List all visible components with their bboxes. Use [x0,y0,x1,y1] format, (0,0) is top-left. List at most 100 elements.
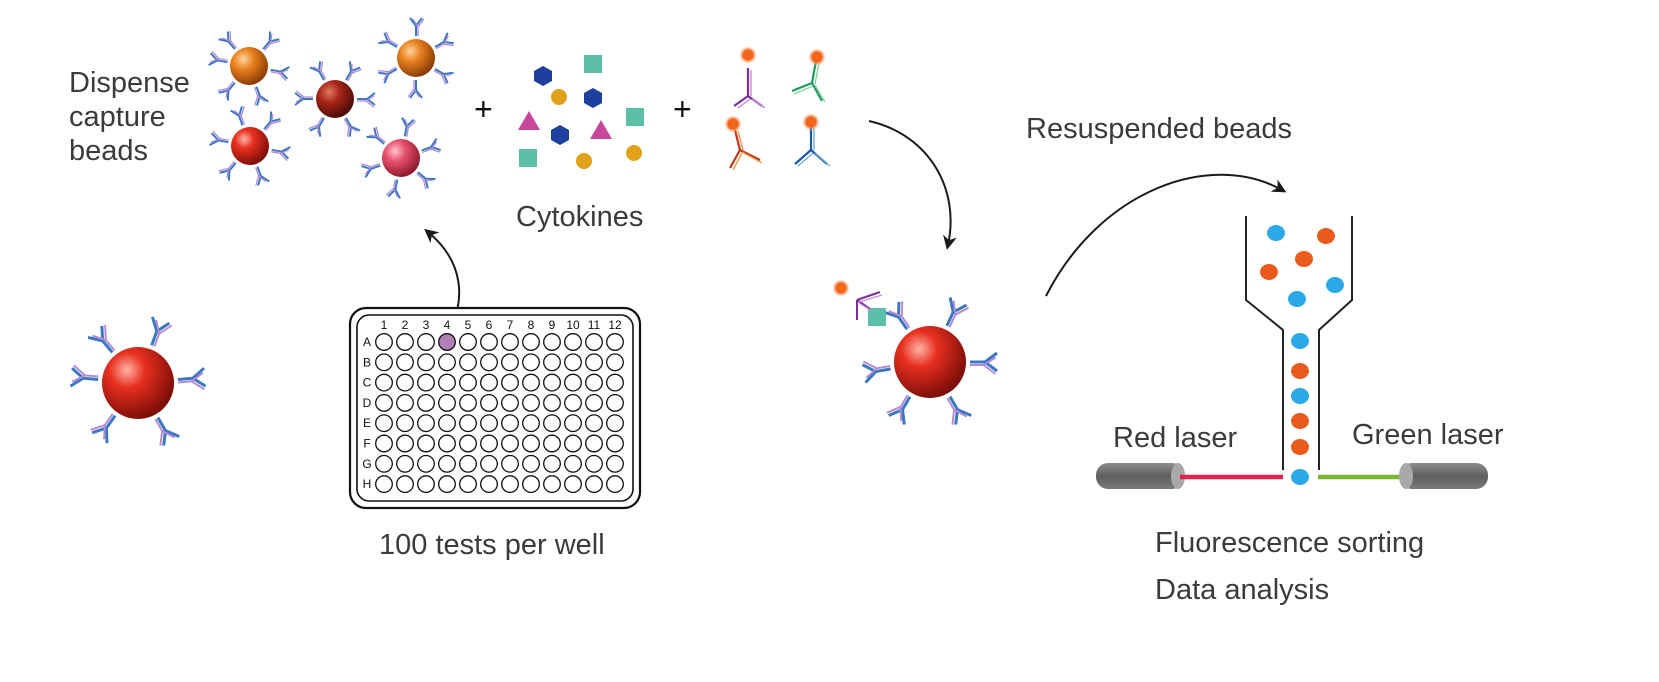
plate-row-label: D [363,396,372,410]
plate-row-label: H [363,477,372,491]
plate-well [543,393,561,412]
plate-well [459,333,477,351]
plate-well [417,373,435,392]
plate-well [480,333,498,351]
plate-well [396,414,414,433]
plate-well [501,373,519,392]
plate-well [585,393,603,412]
plus-sign-2: + [673,91,692,127]
plate-well [543,434,561,453]
plate-well [459,393,477,412]
plate-column-label: 11 [588,318,601,332]
plate-well [417,414,435,433]
plate-well [375,454,393,473]
plate-well [522,434,540,453]
plate-well [522,454,540,473]
plate-well [585,373,603,392]
plate-well [438,454,456,473]
plate-well [480,393,498,412]
plate-row-label: B [363,355,371,369]
cytokines-label: Cytokines [516,201,644,233]
plate-well [480,434,498,453]
plate-well [375,333,393,351]
plate-well [396,434,414,453]
cytokine-dot [626,145,642,161]
data-analysis-label: Data analysis [1155,574,1330,606]
plate-well [564,373,582,392]
plate-well [564,393,582,412]
plate-column-label: 1 [381,318,388,332]
cytokine-triangle [590,120,612,139]
plate-column-label: 3 [423,318,430,332]
cytokine-square [626,108,644,126]
plate-well [543,373,561,392]
resuspended-beads-label: Resuspended beads [1026,113,1293,145]
plate-well [396,333,414,351]
plate-well [522,393,540,412]
capture-beads [207,17,456,200]
plate-well [417,454,435,473]
plate-row-label: E [363,416,371,430]
plate-well [396,454,414,473]
flow-beads [1260,225,1344,485]
plus-sign-1: + [474,91,493,127]
plate-well [480,353,498,372]
plate-well [438,373,456,392]
plate-well [375,414,393,433]
plate-well [375,353,393,372]
plate-well [375,475,393,494]
plate-row-label: A [363,335,371,349]
cytokine-dot [576,153,592,169]
plate-column-label: 10 [566,318,580,332]
plate-well [543,353,561,372]
plate-well [564,475,582,494]
bead-pink [359,116,443,200]
plate-well [606,475,624,494]
plate-column-label: 12 [608,318,622,332]
cytokine-triangle [518,111,540,130]
cytokine-square [519,149,537,167]
plate-well [459,353,477,372]
red-laser-label: Red laser [1113,422,1238,454]
plate-well [438,353,456,372]
bead-darkred [294,59,376,139]
bead-red-small [208,104,292,188]
plate-well [606,454,624,473]
plate-well [585,475,603,494]
plate-well [480,475,498,494]
bead-orange-1 [207,29,291,108]
plate-well [501,434,519,453]
plate-well [438,393,456,412]
plate-column-label: 6 [486,318,493,332]
plate-column-label: 5 [465,318,472,332]
plate-well [480,414,498,433]
plate-well [522,333,540,351]
flow-cell [1245,216,1353,485]
fluorescence-sorting-label: Fluorescence sorting [1155,527,1425,559]
plate-row-label: F [363,437,370,451]
plate-well [417,393,435,412]
plate-row-label: G [362,457,371,471]
cytokine-hexagon [534,66,552,86]
plate-well [543,475,561,494]
dispense-label-line3: beads [69,135,149,167]
plate-well [459,454,477,473]
plate-well [564,333,582,351]
plate-well [543,414,561,433]
plate-well [375,373,393,392]
plate-well [543,454,561,473]
plate-well [438,475,456,494]
plate-well [522,373,540,392]
plate-well [585,414,603,433]
plate-well [564,434,582,453]
plate-well [459,414,477,433]
large-capture-bead [68,315,208,449]
plate-well [417,353,435,372]
plate-well [585,353,603,372]
plate-well [585,333,603,351]
plate-well [606,393,624,412]
plate-column-label: 7 [507,318,514,332]
plate-well [585,434,603,453]
